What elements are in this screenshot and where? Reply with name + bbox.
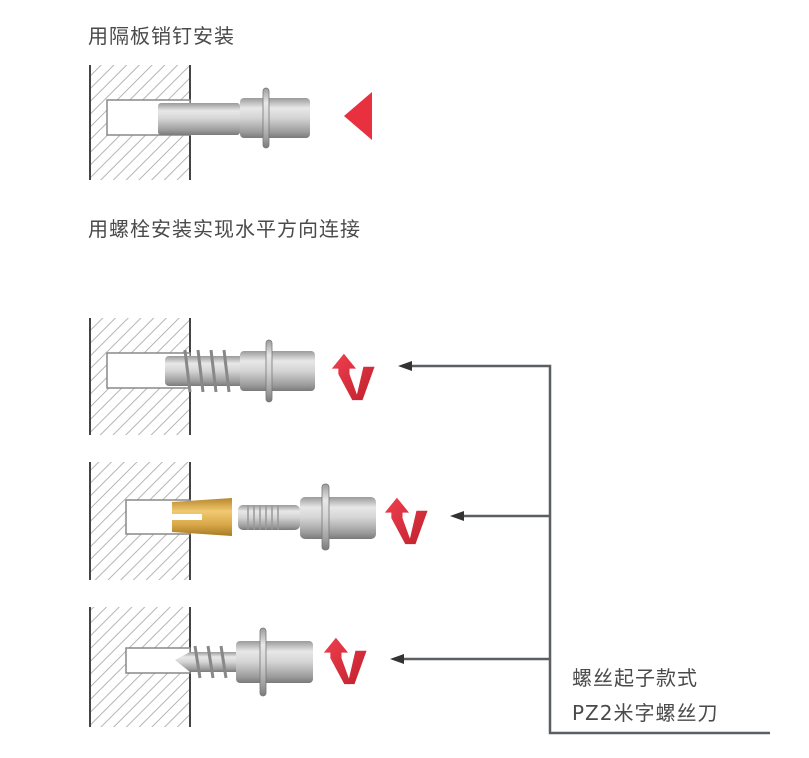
rotate-arrow-icon bbox=[323, 637, 367, 685]
callout-screwdriver-type: 螺丝起子款式 bbox=[572, 666, 698, 690]
self-tapping-bolt bbox=[165, 339, 315, 403]
rotate-arrow-icon bbox=[331, 353, 375, 401]
dowel-pin bbox=[158, 87, 310, 149]
machine-bolt bbox=[238, 483, 376, 551]
callout-arrowheads bbox=[390, 361, 464, 664]
wall-panel-1 bbox=[89, 65, 191, 180]
section-title-bolt: 用螺栓安装实现水平方向连接 bbox=[88, 217, 361, 241]
callout-screwdriver-spec: PZ2米字螺丝刀 bbox=[572, 701, 719, 725]
section-title-dowel: 用隔板销钉安装 bbox=[88, 24, 235, 48]
rotate-arrow-icon bbox=[384, 497, 428, 545]
wall-panel-4 bbox=[89, 607, 191, 727]
brass-insert bbox=[172, 498, 232, 536]
push-arrow-icon bbox=[344, 92, 372, 140]
wood-screw-bolt bbox=[175, 627, 313, 697]
wall-panel-3 bbox=[89, 462, 191, 580]
callout-connector bbox=[402, 364, 770, 735]
